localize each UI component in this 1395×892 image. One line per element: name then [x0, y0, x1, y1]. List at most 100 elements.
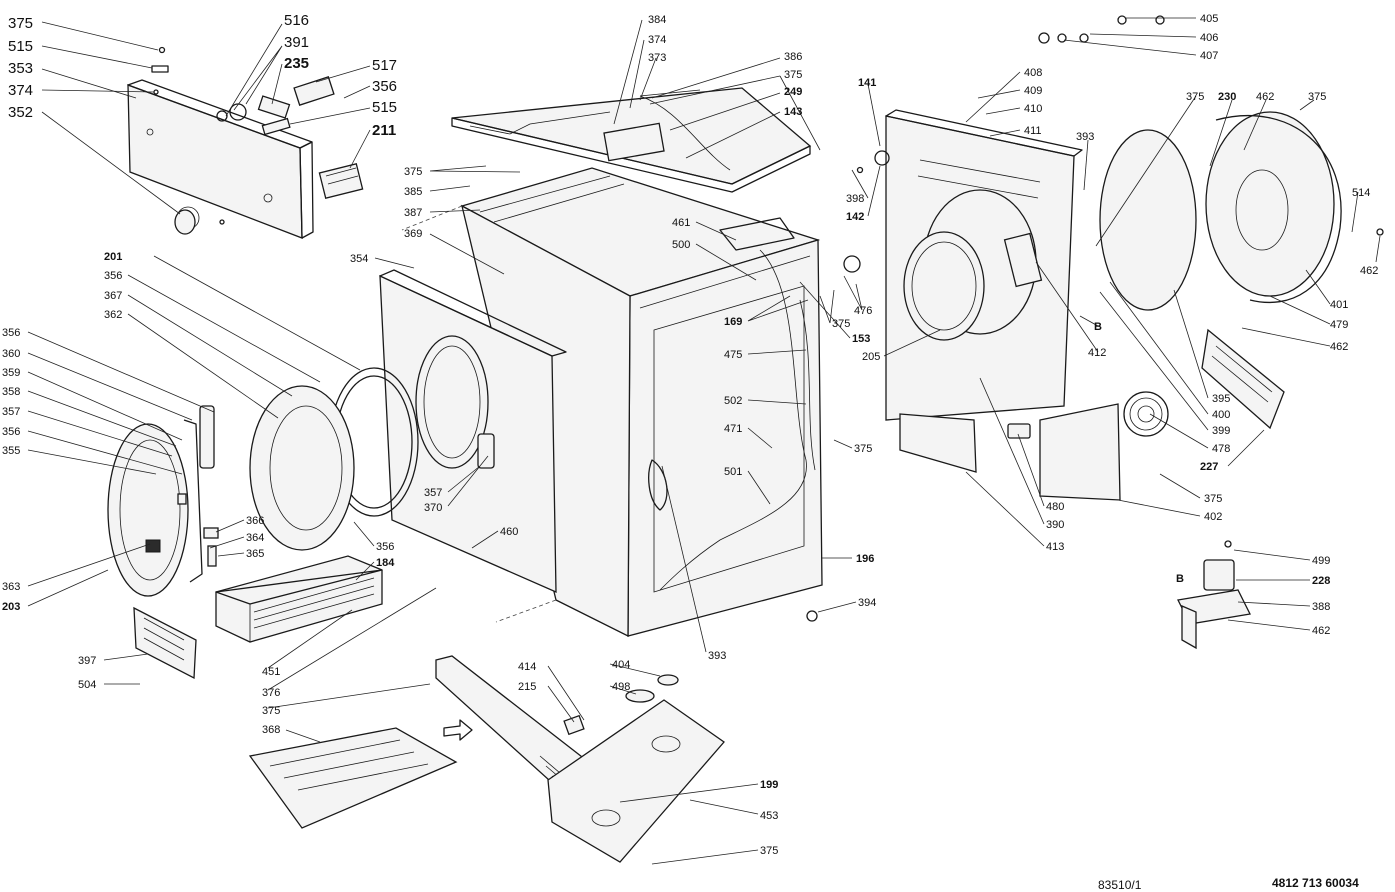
part-label-141-72: 141: [858, 77, 876, 89]
part-label-365-50: 365: [246, 548, 264, 560]
parts-drawing: [107, 15, 1384, 863]
door-assembly: [107, 367, 419, 597]
part-label-413-104: 413: [1046, 541, 1064, 553]
part-label-386-15: 386: [784, 51, 802, 63]
part-label-370-47: 370: [424, 502, 442, 514]
part-label-502-39: 502: [724, 395, 742, 407]
part-label-356-35: 356: [2, 426, 20, 438]
part-label-397-57: 397: [78, 655, 96, 667]
rear-panel: [885, 109, 1169, 501]
part-label-368-68: 368: [262, 724, 280, 736]
part-label-390-102: 390: [1046, 519, 1064, 531]
part-label-357-34: 357: [2, 406, 20, 418]
part-label-399-97: 399: [1212, 425, 1230, 437]
part-label-364-49: 364: [246, 532, 264, 544]
part-label-230-84: 230: [1218, 91, 1236, 103]
front-panel: [379, 269, 567, 594]
part-label-b-105: B: [1176, 573, 1184, 585]
part-label-409-79: 409: [1024, 85, 1042, 97]
part-label-406-76: 406: [1200, 32, 1218, 44]
part-label-205-94: 205: [862, 351, 880, 363]
filter-drawer: [215, 555, 383, 643]
part-label-249-17: 249: [784, 86, 802, 98]
part-label-471-40: 471: [724, 423, 742, 435]
part-label-400-96: 400: [1212, 409, 1230, 421]
footer: 83510/1 4812 713 60034: [1098, 876, 1359, 892]
part-label-479-90: 479: [1330, 319, 1348, 331]
part-label-375-0: 375: [8, 15, 33, 32]
part-label-480-101: 480: [1046, 501, 1064, 513]
part-label-411-81: 411: [1024, 125, 1042, 137]
part-label-515-1: 515: [8, 38, 33, 55]
part-label-374-13: 374: [648, 34, 666, 46]
part-label-375-100: 375: [1204, 493, 1222, 505]
part-label-358-33: 358: [2, 386, 20, 398]
part-label-461-23: 461: [672, 217, 690, 229]
part-label-499-106: 499: [1312, 555, 1330, 567]
part-label-414-64: 414: [518, 661, 536, 673]
part-label-354-25: 354: [350, 253, 368, 265]
control-panel: [127, 79, 314, 239]
part-label-408-78: 408: [1024, 67, 1042, 79]
top-cover: [451, 87, 812, 193]
part-label-388-108: 388: [1312, 601, 1330, 613]
part-label-412-93: 412: [1088, 347, 1106, 359]
part-label-387-21: 387: [404, 207, 422, 219]
part-label-375-42: 375: [832, 318, 850, 330]
part-label-462-91: 462: [1330, 341, 1348, 353]
part-label-385-20: 385: [404, 186, 422, 198]
part-label-142-74: 142: [846, 211, 864, 223]
part-label-357-46: 357: [424, 487, 442, 499]
part-label-462-88: 462: [1360, 265, 1378, 277]
part-label-356-30: 356: [2, 327, 20, 339]
part-label-460-53: 460: [500, 526, 518, 538]
fasteners: [151, 15, 1384, 622]
part-label-375-61: 375: [262, 705, 280, 717]
part-label-514-87: 514: [1352, 187, 1370, 199]
part-label-393-62: 393: [708, 650, 726, 662]
part-label-196-54: 196: [856, 553, 874, 565]
plinth: [248, 655, 725, 863]
vent-grille: [133, 606, 197, 680]
part-label-376-60: 376: [262, 687, 280, 699]
part-label-515-10: 515: [372, 99, 397, 116]
part-label-407-77: 407: [1200, 50, 1218, 62]
part-label-367-28: 367: [104, 290, 122, 302]
panel-switches: [216, 76, 364, 199]
part-label-356-27: 356: [104, 270, 122, 282]
part-label-476-44: 476: [854, 305, 872, 317]
part-label-366-48: 366: [246, 515, 264, 527]
part-label-199-69: 199: [760, 779, 778, 791]
part-label-410-80: 410: [1024, 103, 1042, 115]
part-label-393-82: 393: [1076, 131, 1094, 143]
part-label-516-5: 516: [284, 12, 309, 29]
part-label-b-92: B: [1094, 321, 1102, 333]
part-label-363-55: 363: [2, 581, 20, 593]
part-label-391-6: 391: [284, 34, 309, 51]
part-label-143-18: 143: [784, 106, 802, 118]
part-label-375-45: 375: [854, 443, 872, 455]
part-label-215-65: 215: [518, 681, 536, 693]
part-label-360-31: 360: [2, 348, 20, 360]
part-label-375-16: 375: [784, 69, 802, 81]
part-label-373-14: 373: [648, 52, 666, 64]
part-label-517-8: 517: [372, 57, 397, 74]
part-label-401-89: 401: [1330, 299, 1348, 311]
door-lock: [1177, 559, 1251, 650]
part-label-211-11: 211: [372, 122, 396, 139]
leader-lines: [27, 17, 1381, 865]
part-label-498-67: 498: [612, 681, 630, 693]
part-label-201-26: 201: [104, 251, 122, 263]
part-label-462-109: 462: [1312, 625, 1330, 637]
part-label-374-3: 374: [8, 82, 33, 99]
part-label-362-29: 362: [104, 309, 122, 321]
heater-housing: [1099, 111, 1342, 430]
part-label-235-7: 235: [284, 55, 309, 72]
part-label-402-103: 402: [1204, 511, 1222, 523]
drawing-reference: 83510/1: [1098, 878, 1142, 892]
part-label-404-66: 404: [612, 659, 630, 671]
part-label-478-98: 478: [1212, 443, 1230, 455]
